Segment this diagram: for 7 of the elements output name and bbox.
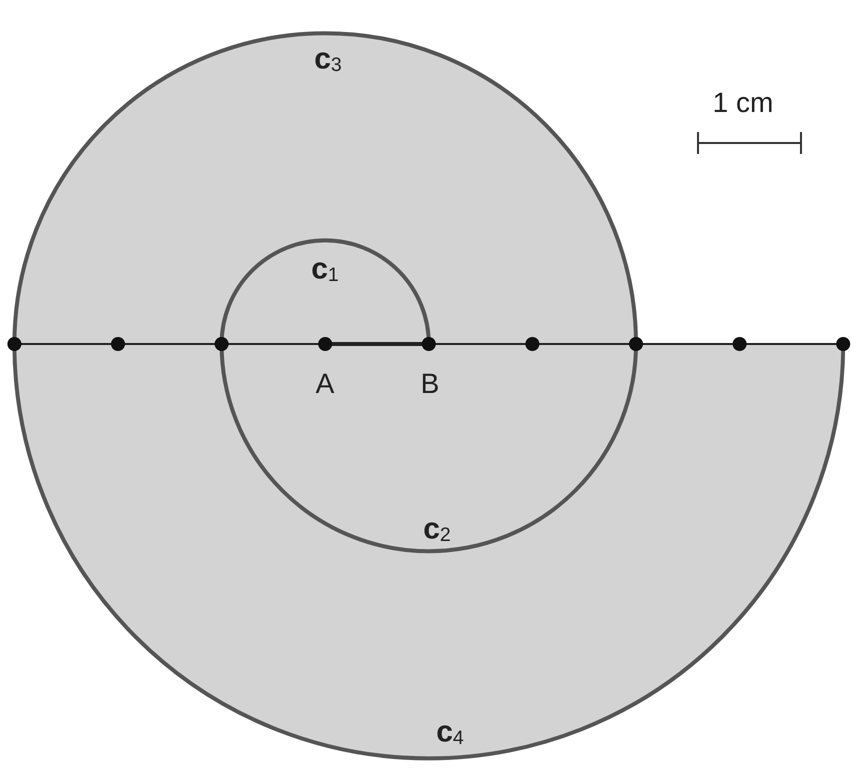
curve-label: c$_{3}$ — [314, 44, 342, 76]
curve-label: c$_{4}$ — [436, 717, 464, 749]
scale-label: 1 cm — [712, 89, 774, 117]
point-label: A — [316, 370, 334, 398]
curve-label: c$_{1}$ — [311, 254, 339, 286]
curve-label: c$_{2}$ — [423, 514, 451, 546]
point-label: B — [420, 370, 440, 398]
